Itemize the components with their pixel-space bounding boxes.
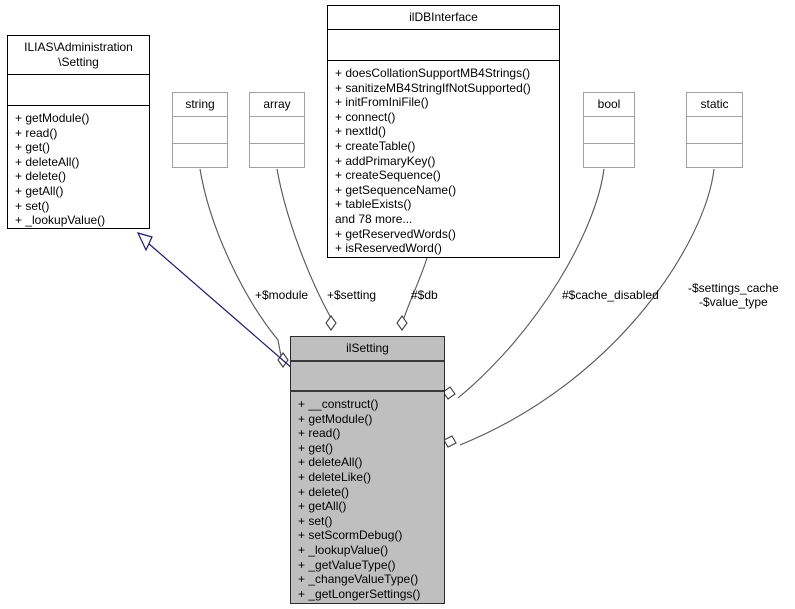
class-box-ilias-administration-setting[interactable]: ILIAS\Administration \Setting + getModul… xyxy=(7,35,150,229)
inheritance-arrowhead xyxy=(136,232,153,252)
method-item: + getSequenceName() xyxy=(335,182,457,197)
class-box-ilsetting[interactable]: ilSetting + __construct() + getModule() … xyxy=(290,336,445,604)
attributes-compartment-parent xyxy=(8,75,149,105)
aggregation-diamond-settings-cache xyxy=(443,435,457,448)
method-item: + deleteAll() xyxy=(15,154,80,169)
compartment-separator xyxy=(328,29,559,30)
method-item: + setScormDebug() xyxy=(298,528,403,543)
method-item: and 78 more... xyxy=(335,211,413,226)
method-item: + __construct() xyxy=(298,397,379,411)
method-item: + createTable() xyxy=(335,138,416,153)
compartment-separator xyxy=(328,60,559,61)
compartment-separator xyxy=(687,116,742,117)
method-item: + doesCollationSupportMB4Strings() xyxy=(335,66,531,80)
class-name-parent: ILIAS\Administration \Setting xyxy=(24,40,133,69)
edge-inheritance xyxy=(147,242,294,370)
edge-label-settings-cache: -$settings_cache -$value_type xyxy=(688,281,779,309)
class-name-string: string xyxy=(185,97,215,111)
method-item: + getReservedWords() xyxy=(335,226,456,241)
methods-compartment-ildbinterface: + doesCollationSupportMB4Strings() + san… xyxy=(328,61,559,261)
edge-label-setting: +$setting xyxy=(327,288,377,302)
edge-setting xyxy=(276,168,332,319)
class-box-array[interactable]: array xyxy=(249,92,305,168)
methods-compartment-array xyxy=(250,144,304,170)
aggregation-diamond-db xyxy=(396,315,408,331)
method-item: + nextId() xyxy=(335,124,387,139)
compartment-separator xyxy=(8,74,149,75)
class-name-ilsetting: ilSetting xyxy=(346,341,389,355)
class-box-string[interactable]: string xyxy=(172,92,228,168)
compartment-separator xyxy=(291,360,444,362)
compartment-separator xyxy=(291,390,444,392)
compartment-separator xyxy=(687,143,742,144)
attributes-compartment-ildbinterface xyxy=(328,30,559,60)
method-item: + delete() xyxy=(15,169,67,184)
method-item: + getModule() xyxy=(15,111,90,125)
method-item: + _lookupValue() xyxy=(298,542,389,557)
edge-label-module: +$module xyxy=(255,288,309,302)
compartment-separator xyxy=(584,143,634,144)
edge-module xyxy=(199,168,284,368)
method-item: + get() xyxy=(298,440,334,455)
methods-compartment-bool xyxy=(584,144,634,170)
compartment-separator xyxy=(250,116,304,117)
attributes-compartment-string xyxy=(173,117,227,143)
edge-cache-disabled xyxy=(457,168,605,399)
compartment-separator xyxy=(250,143,304,144)
methods-compartment-parent: + getModule() + read() + get() + deleteA… xyxy=(8,106,149,233)
method-item: + delete() xyxy=(298,484,350,499)
edge-label-db: #$db xyxy=(411,288,438,302)
method-item: + _lookupValue() xyxy=(15,213,106,228)
compartment-separator xyxy=(173,116,227,117)
method-item: + _changeValueType() xyxy=(298,572,419,587)
class-name-ildbinterface: ilDBInterface xyxy=(409,10,478,24)
class-name-bool: bool xyxy=(597,97,621,111)
edge-label-cache-disabled: #$cache_disabled xyxy=(562,288,659,302)
method-item: + read() xyxy=(298,426,341,441)
method-item: + isReservedWord() xyxy=(335,241,442,256)
method-item: + addPrimaryKey() xyxy=(335,153,436,168)
attributes-compartment-static xyxy=(687,117,742,143)
method-item: + tableExists() xyxy=(335,197,412,212)
compartment-separator xyxy=(584,116,634,117)
method-item: + _getLongerSettings() xyxy=(298,586,421,601)
method-item: + set() xyxy=(15,198,50,213)
method-item: + get() xyxy=(15,140,51,155)
class-box-static[interactable]: static xyxy=(686,92,743,168)
method-item: + createSequence() xyxy=(335,168,441,183)
method-item: + getModule() xyxy=(298,411,373,426)
method-item: + set() xyxy=(298,513,333,528)
method-item: + _getValueType() xyxy=(298,557,396,572)
method-item: + getAll() xyxy=(15,183,64,198)
class-name-static: static xyxy=(700,97,729,111)
methods-compartment-ilsetting: + __construct() + getModule() + read() +… xyxy=(291,392,444,606)
attributes-compartment-array xyxy=(250,117,304,143)
method-item: + initFromIniFile() xyxy=(335,95,429,110)
edge-db xyxy=(403,257,428,319)
class-box-bool[interactable]: bool xyxy=(583,92,635,168)
methods-compartment-string xyxy=(173,144,227,170)
method-item: + getAll() xyxy=(298,499,347,514)
class-name-array: array xyxy=(263,97,291,111)
attributes-compartment-bool xyxy=(584,117,634,143)
method-item: + read() xyxy=(15,125,58,140)
methods-compartment-static xyxy=(687,144,742,170)
attributes-compartment-ilsetting xyxy=(291,362,444,390)
edge-settings-cache xyxy=(459,168,715,446)
method-item: + deleteAll() xyxy=(298,455,363,470)
class-box-ildbinterface[interactable]: ilDBInterface + doesCollationSupportMB4S… xyxy=(327,5,560,258)
method-item: + deleteLike() xyxy=(298,469,372,484)
aggregation-diamond-setting xyxy=(325,315,337,331)
method-item: + sanitizeMB4StringIfNotSupported() xyxy=(335,80,531,95)
compartment-separator xyxy=(173,143,227,144)
method-item: + connect() xyxy=(335,109,396,124)
compartment-separator xyxy=(8,105,149,106)
